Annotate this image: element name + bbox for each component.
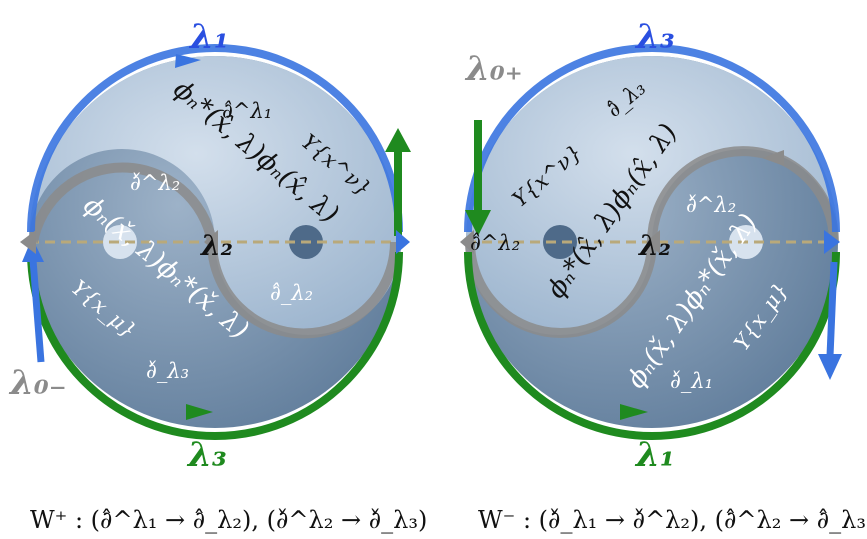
- left-lambda-bottom: λ₃: [186, 435, 227, 475]
- left-green-up-arrow: [385, 128, 411, 152]
- left-lambda-side: λ₀₋: [8, 363, 67, 403]
- right-lower-op2: ∂̌_λ₁: [670, 369, 713, 393]
- right-lambda-bottom: λ₁: [634, 435, 675, 475]
- right-blue-vertical: [826, 261, 838, 357]
- right-dot-dark: [543, 225, 577, 259]
- right-caption: W⁻ : (∂̌_λ₁ → ∂̌^λ₂), (∂̂^λ₂ → ∂̂_λ₃): [478, 506, 867, 534]
- left-blue-arc: [27, 44, 403, 233]
- right-lower-op: ∂̌^λ₂: [686, 193, 736, 217]
- right-lambda-center: λ₂: [638, 229, 671, 262]
- left-blue-arrow-right: [396, 230, 410, 254]
- left-dot-light: [103, 225, 137, 259]
- right-lambda-side: λ₀₊: [464, 49, 523, 89]
- left-lower-op2: ∂̌_λ₃: [146, 359, 189, 383]
- right-blue-arrow-right: [824, 230, 840, 254]
- left-gray-arrow-left: [20, 230, 36, 254]
- left-gray-s-curve: [28, 162, 400, 339]
- left-disk-light: [29, 56, 401, 335]
- right-blue-arc: [464, 44, 840, 233]
- right-green-arc: [464, 251, 840, 440]
- left-lower-op: ∂̌^λ₂: [130, 171, 180, 195]
- right-gray-arrow-left: [460, 230, 474, 254]
- left-blue-arrow-head: [175, 54, 201, 68]
- right-gray-arrow-top: [762, 150, 784, 166]
- left-caption: W⁺ : (∂̂^λ₁ → ∂̂_λ₂), (∂̌^λ₂ → ∂̌_λ₃): [30, 506, 427, 534]
- left-blue-vertical: [29, 259, 45, 363]
- left-mid-op: ∂̂_λ₂: [270, 281, 313, 305]
- left-green-arc: [27, 251, 403, 440]
- left-gray-arrow-center: [204, 230, 218, 254]
- left-lambda-top: λ₁: [188, 17, 229, 57]
- left-upper-op: ∂̂^λ₁: [222, 99, 272, 123]
- right-gray-arrow-center: [646, 230, 660, 254]
- left-yin-yang: [20, 44, 411, 440]
- right-lambda-top: λ₃: [634, 17, 675, 57]
- right-disk-light: [466, 56, 838, 335]
- right-blue-down-arrow: [818, 354, 842, 380]
- right-mid-op: ∂̂^λ₂: [470, 231, 520, 255]
- left-lambda-center: λ₂: [200, 229, 233, 262]
- left-green-arrow-head: [186, 404, 213, 420]
- right-green-down-arrow: [465, 210, 491, 236]
- right-green-arrow-head: [620, 404, 648, 420]
- right-yin-yang: [460, 44, 842, 440]
